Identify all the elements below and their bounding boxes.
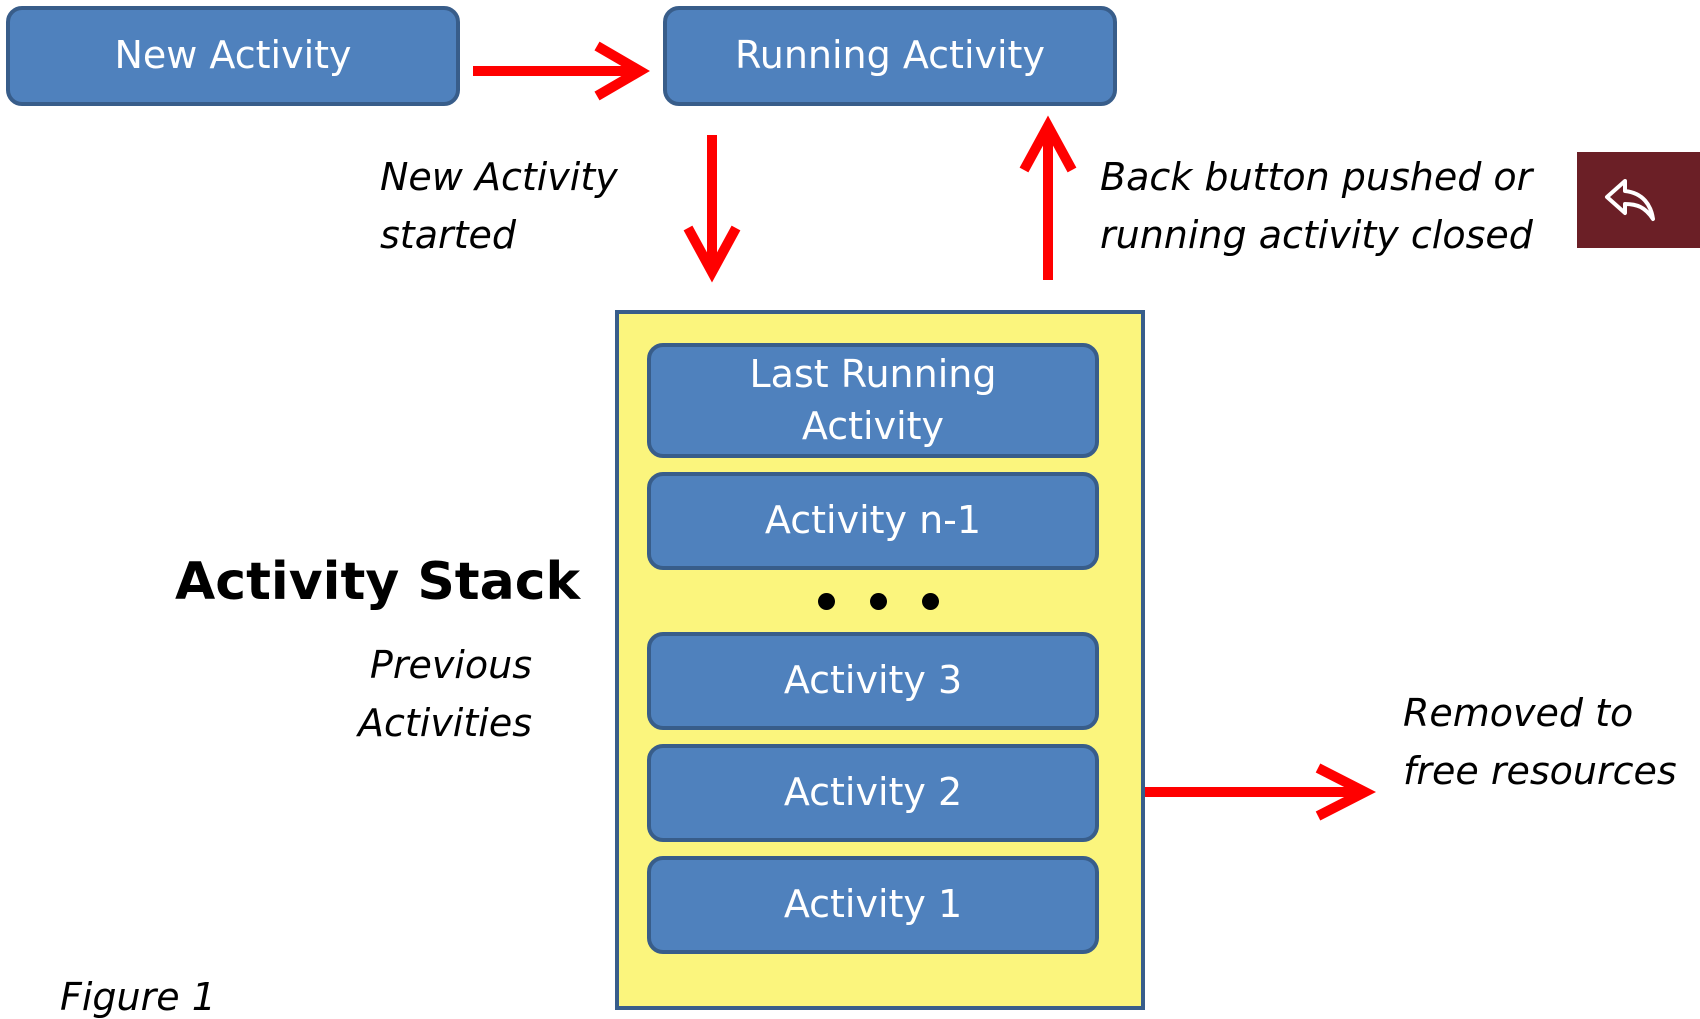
dot [870, 593, 887, 610]
arrow-running-to-stack-head [683, 225, 741, 283]
reply-arrow-icon [1605, 179, 1655, 221]
arrow-new-to-running-head [594, 41, 650, 101]
arrow-stack-to-running-head [1019, 115, 1077, 173]
arrow-removed-head [1315, 763, 1376, 821]
figure-label: Figure 1 [60, 975, 216, 1019]
caption-back-pushed: Back button pushed or running activity c… [1100, 148, 1533, 264]
running-activity-label: Running Activity [735, 33, 1045, 78]
caption-line: Back button pushed or [1100, 155, 1533, 199]
dot [818, 593, 835, 610]
activity-stack-title: Activity Stack [175, 552, 581, 612]
running-activity-node: Running Activity [663, 6, 1117, 106]
stack-item-3: Activity 3 [647, 632, 1099, 730]
caption-line: Activities [357, 701, 532, 745]
caption-line: New Activity [380, 155, 618, 199]
stack-item-last-running: Last Running Activity [647, 343, 1099, 458]
stack-item-label: Activity 1 [783, 882, 963, 927]
new-activity-label: New Activity [114, 33, 352, 78]
new-activity-node: New Activity [6, 6, 460, 106]
stack-item-1: Activity 1 [647, 856, 1099, 954]
caption-previous-activities: Previous Activities [330, 636, 532, 752]
ellipsis-dots [800, 577, 950, 627]
stack-item-label: Activity 2 [783, 770, 963, 815]
stack-item-label: Activity 3 [783, 658, 963, 703]
caption-line: Previous [369, 643, 532, 687]
stack-item-label: Activity [801, 403, 945, 448]
caption-new-activity-started: New Activity started [380, 148, 618, 264]
caption-line: running activity closed [1100, 213, 1533, 257]
caption-line: started [380, 213, 517, 257]
back-button[interactable] [1577, 152, 1700, 248]
flow-arrows [473, 41, 1376, 821]
stack-item-n-1: Activity n-1 [647, 472, 1099, 570]
stack-item-2: Activity 2 [647, 744, 1099, 842]
stack-item-label: Last Running [749, 352, 997, 397]
caption-removed: Removed to free resources [1403, 684, 1677, 800]
caption-line: Removed to [1403, 691, 1634, 735]
stack-item-label: Activity n-1 [764, 498, 982, 543]
dot [922, 593, 939, 610]
caption-line: free resources [1403, 749, 1677, 793]
